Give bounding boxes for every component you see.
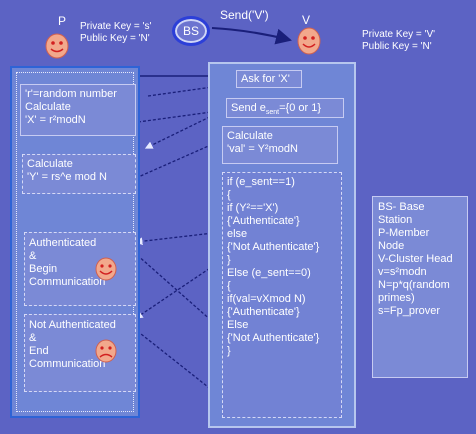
- legend-line-2: Station: [378, 214, 413, 226]
- logic-line-8: Else (e_sent==0): [227, 267, 311, 279]
- logic-line-11: {'Authenticate'}: [227, 306, 300, 318]
- legend-line-5: V-Cluster Head: [378, 253, 453, 265]
- logic-line-12: Else: [227, 319, 249, 331]
- p-node-label: P: [58, 14, 67, 28]
- calc-val-line-1: Calculate: [227, 130, 273, 142]
- logic-line-6: {'Not Authenticate'}: [227, 241, 320, 253]
- box-send-e: Send esent={0 or 1}: [226, 98, 344, 118]
- logic-line-1: if (e_sent==1): [227, 176, 295, 188]
- v-public-key: Public Key = 'N': [362, 41, 432, 52]
- v-private-key: Private Key = 'V': [362, 29, 436, 40]
- not-auth-line-4: Communication: [29, 358, 106, 370]
- logic-line-14: }: [227, 345, 231, 357]
- p-private-key: Private Key = 's': [80, 21, 152, 32]
- box-ask-for-x: Ask for 'X': [236, 70, 302, 88]
- legend-line-6: v=s²modn: [378, 266, 427, 278]
- box-calculate-val: Calculate 'val' = Y²modN: [222, 126, 338, 164]
- bs-label: BS: [182, 24, 199, 38]
- v-node-label: V: [302, 13, 311, 27]
- legend-line-1: BS- Base: [378, 201, 425, 213]
- random-line-3: 'X' = r²modN: [25, 114, 86, 126]
- box-authenticated: Authenticated & Begin Communication: [24, 232, 136, 306]
- legend-line-9: s=Fp_prover: [378, 305, 441, 317]
- send-e-text: Send esent={0 or 1}: [231, 102, 339, 117]
- box-random-number: 'r'=random number Calculate 'X' = r²modN: [20, 84, 136, 136]
- box-not-authenticated: Not Authenticated & End Communication: [24, 314, 136, 392]
- calc-val-line-2: 'val' = Y²modN: [227, 143, 298, 155]
- random-line-1: 'r'=random number: [25, 88, 117, 100]
- send-e-prefix: Send e: [231, 102, 266, 114]
- not-auth-line-3: End: [29, 345, 49, 357]
- happy-face-icon: [95, 257, 117, 281]
- send-arrow: [211, 27, 292, 45]
- conn-auth1: [134, 231, 223, 246]
- logic-line-3: if (Y²=='X'): [227, 202, 279, 214]
- sad-face-icon: [95, 339, 117, 363]
- not-auth-line-2: &: [29, 332, 37, 344]
- random-line-2: Calculate: [25, 101, 71, 113]
- auth-line-4: Communication: [29, 276, 106, 288]
- send-label: Send('V'): [220, 8, 269, 22]
- ask-text: Ask for 'X': [241, 73, 290, 85]
- logic-line-7: }: [227, 254, 231, 266]
- logic-line-2: {: [227, 189, 231, 201]
- p-smiley-icon: [45, 33, 69, 59]
- auth-line-1: Authenticated: [29, 237, 97, 249]
- p-public-key: Public Key = 'N': [80, 33, 150, 44]
- conn-auth2: [135, 253, 223, 331]
- legend-box: BS- Base Station P-Member Node V-Cluster…: [372, 196, 468, 378]
- box-calculate-y: Calculate 'Y' = rs^e mod N: [22, 154, 136, 194]
- auth-line-3: Begin: [29, 263, 58, 275]
- send-e-sub: sent: [265, 109, 280, 117]
- logic-line-13: {'Not Authenticate'}: [227, 332, 320, 344]
- logic-line-9: {: [227, 280, 231, 292]
- auth-line-2: &: [29, 250, 37, 262]
- v-smiley-icon: [297, 27, 321, 55]
- box-decision-logic: if (e_sent==1) { if (Y²=='X') {'Authenti…: [222, 172, 342, 418]
- logic-line-5: else: [227, 228, 248, 240]
- calc-y-line-1: Calculate: [27, 158, 73, 170]
- calc-y-line-2: 'Y' = rs^e mod N: [27, 171, 107, 183]
- legend-line-7: N=p*q(random: [378, 279, 450, 291]
- logic-line-4: {'Authenticate'}: [227, 215, 300, 227]
- not-auth-line-1: Not Authenticated: [29, 319, 116, 331]
- conn-not1: [134, 259, 223, 319]
- legend-line-8: primes): [378, 292, 415, 304]
- conn-not2: [135, 329, 223, 399]
- conn-y: [135, 139, 223, 179]
- legend-line-3: P-Member: [378, 227, 430, 239]
- bs-node: BS: [172, 16, 210, 46]
- send-e-suffix: ={0 or 1}: [279, 102, 322, 114]
- legend-line-4: Node: [378, 240, 405, 252]
- logic-line-10: if(val=vXmod N): [227, 293, 306, 305]
